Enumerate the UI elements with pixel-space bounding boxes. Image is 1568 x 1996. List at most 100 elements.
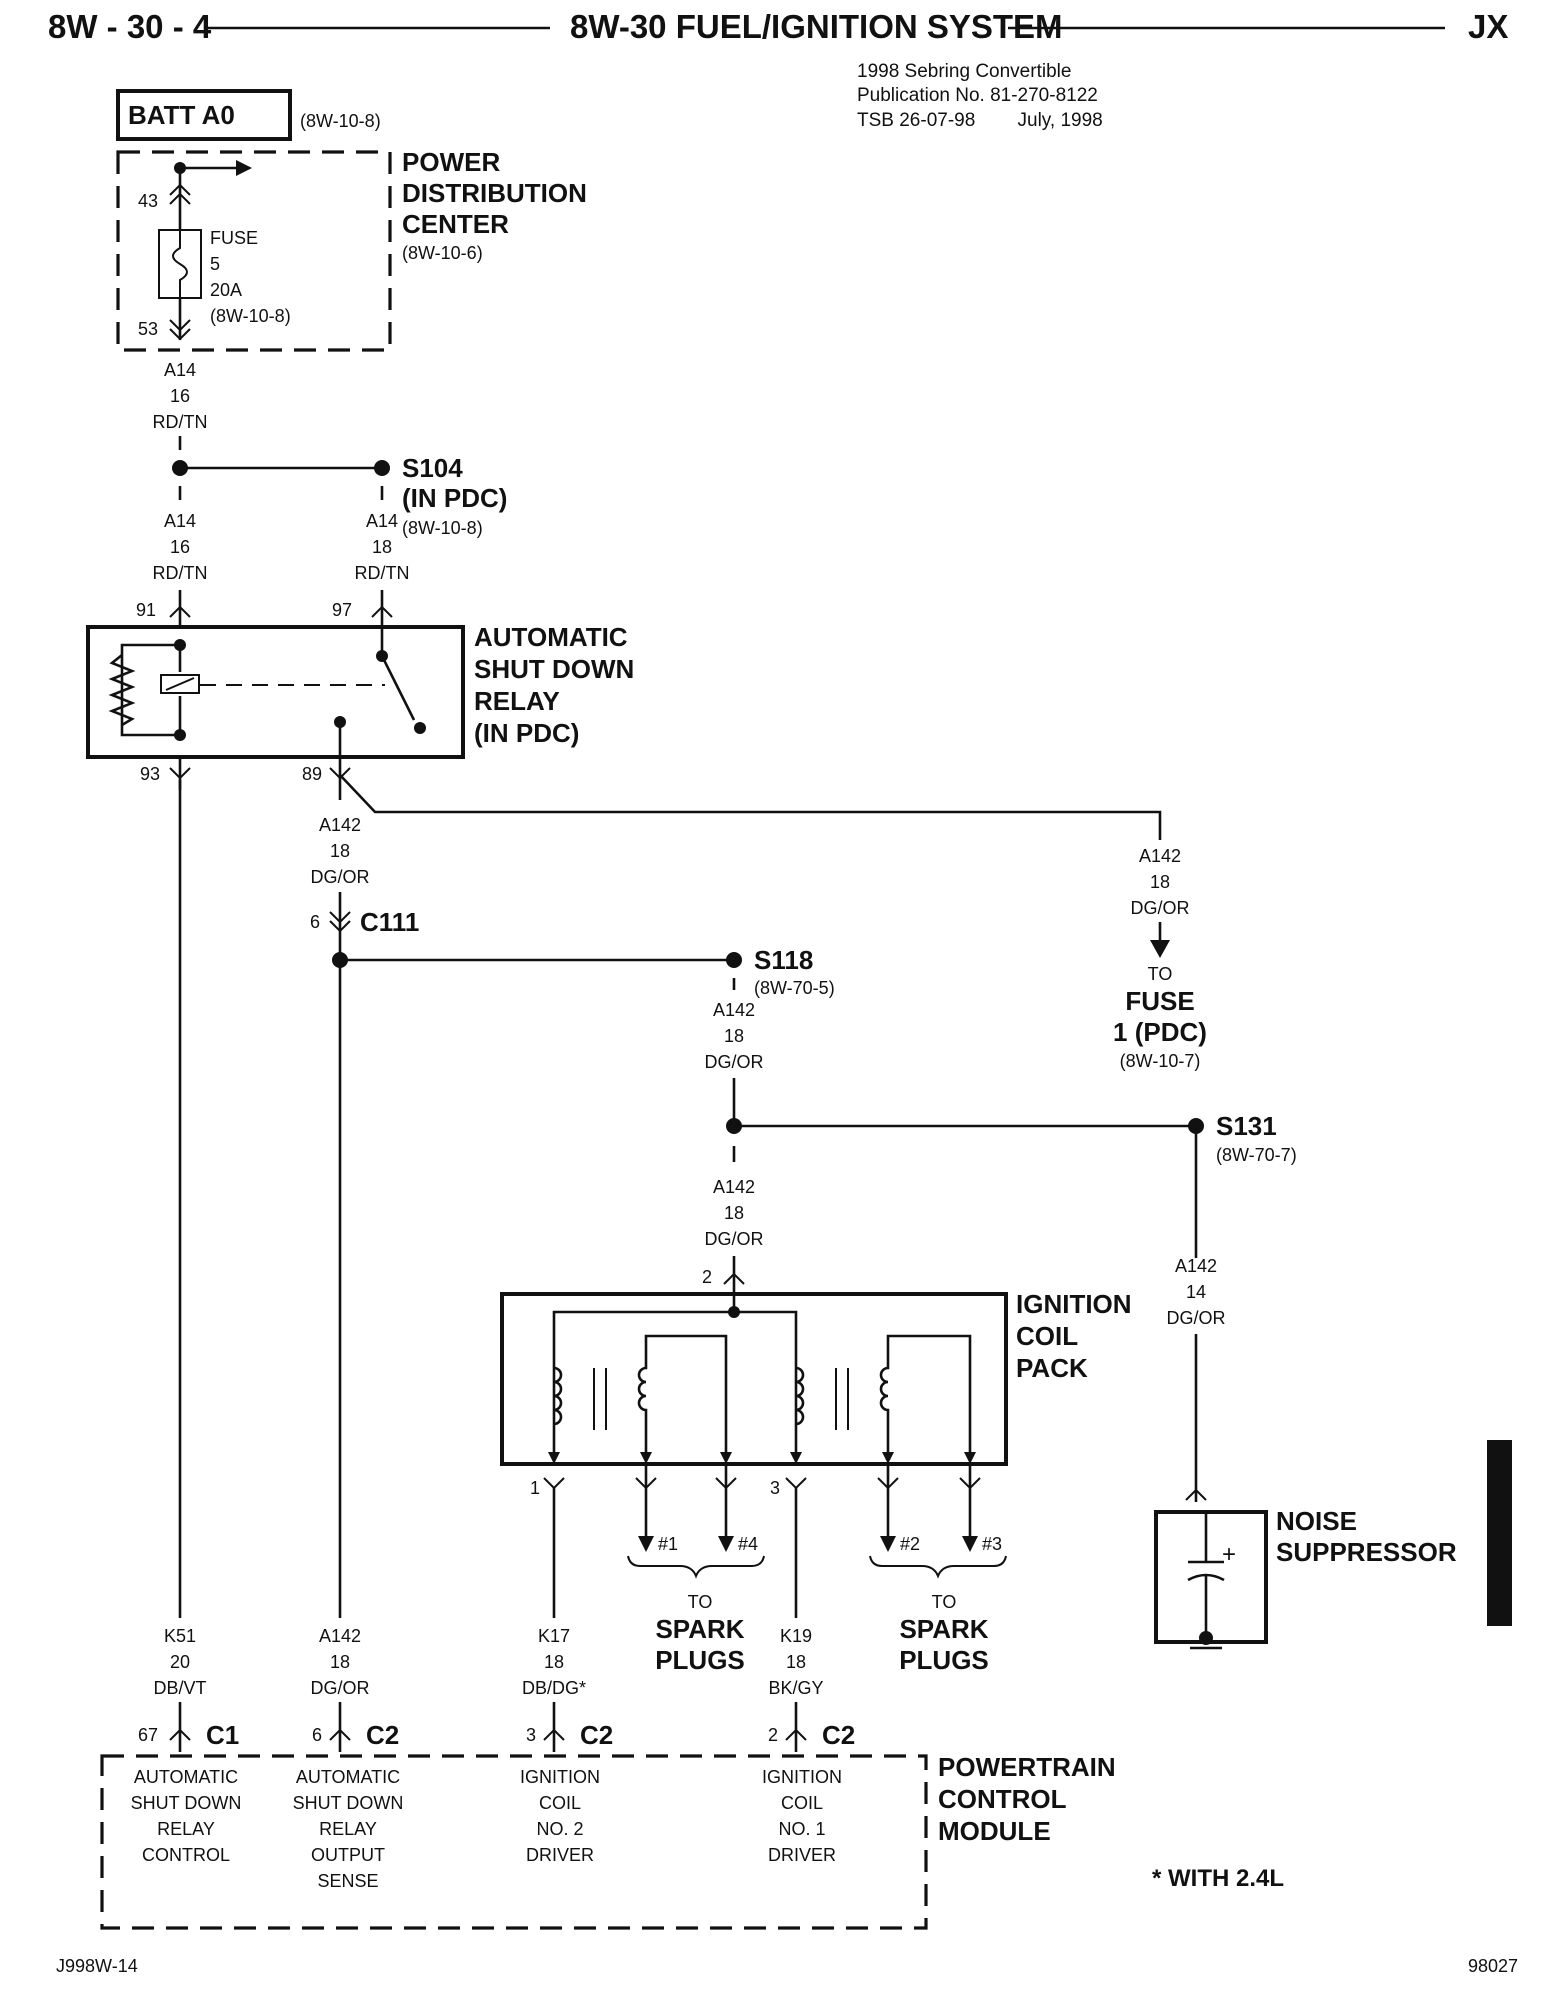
pcm-function-line: SENSE	[317, 1871, 378, 1891]
plus-icon: +	[1222, 1541, 1236, 1568]
bracket	[869, 1555, 1007, 1579]
wire-label-to-91: A14 16 RD/TN	[153, 511, 208, 583]
coil-pack-body	[500, 1292, 1008, 1466]
wire-label-to-coil: A142 18 DG/OR	[704, 1177, 763, 1249]
wire-color: DG/OR	[310, 1678, 369, 1698]
connector-chevron-icon	[169, 767, 191, 780]
splice-name: S131	[1216, 1111, 1277, 1141]
relay-title: AUTOMATIC	[474, 622, 628, 652]
footer-left-code: J998W-14	[56, 1956, 138, 1976]
arrow-down-icon	[718, 1536, 734, 1552]
arrow-down-icon	[880, 1536, 896, 1552]
pdc-title: CENTER	[402, 209, 509, 239]
wire-label-a142-sense: A142 18 DG/OR	[310, 1626, 369, 1698]
pcm-function-line: AUTOMATIC	[296, 1767, 400, 1787]
connector-chevron-icon	[543, 1477, 565, 1490]
connector-chevron-icon	[329, 767, 351, 780]
asd-relay: 91 97 AUTOMATIC SHUT DOWN RELAY (IN PDC)…	[86, 590, 634, 800]
coil-winding-icon	[553, 1366, 563, 1426]
splice-ref: (8W-70-5)	[754, 978, 835, 998]
wire-label-s118: A142 18 DG/OR	[704, 1000, 763, 1072]
wire-label-k19: K19 18 BK/GY	[768, 1626, 823, 1698]
coil-pin: 1	[530, 1478, 540, 1498]
relay-pin: 93	[140, 764, 160, 784]
relay-title: (IN PDC)	[474, 718, 579, 748]
destination-name: 1 (PDC)	[1113, 1017, 1207, 1047]
splice-name: S104	[402, 453, 463, 483]
spark-plugs-title: PLUGS	[655, 1645, 745, 1675]
spark-plug-number: #3	[982, 1534, 1002, 1554]
pcm-function-line: OUTPUT	[311, 1845, 385, 1865]
footnote: * WITH 2.4L	[1152, 1865, 1284, 1892]
battery-source: BATT A0 (8W-10-8)	[116, 89, 381, 141]
pcm-function-line: CONTROL	[142, 1845, 230, 1865]
arrow-down-icon	[962, 1536, 978, 1552]
wire-label-pdc-out: A14 16 RD/TN	[153, 360, 208, 432]
publication-info: 1998 Sebring Convertible Publication No.…	[857, 61, 1103, 131]
relay-title: RELAY	[474, 686, 560, 716]
wire-circuit: A142	[1175, 1256, 1217, 1276]
wire-gauge: 18	[724, 1026, 744, 1046]
noise-suppressor: + NOISE SUPPRESSOR	[1154, 1488, 1457, 1650]
wire-label-89-down: A142 18 DG/OR	[310, 815, 369, 887]
pcm-function-line: SHUT DOWN	[293, 1793, 404, 1813]
pcm-function-line: NO. 1	[778, 1819, 825, 1839]
wire-to-fuse1	[339, 774, 1162, 840]
to-label: TO	[932, 1592, 957, 1612]
connector-chevron-icon	[169, 183, 191, 205]
relay-node	[174, 729, 186, 741]
pdc-title: DISTRIBUTION	[402, 178, 587, 208]
wire-label-to-fuse: A142 18 DG/OR	[1130, 846, 1189, 918]
suppressor-title: SUPPRESSOR	[1276, 1537, 1457, 1567]
relay-title: SHUT DOWN	[474, 654, 634, 684]
splice-s118: S118 (8W-70-5)	[332, 945, 835, 998]
relay-coil-wire	[120, 643, 180, 737]
connector-chevron-icon	[169, 319, 191, 341]
wire-circuit: K19	[780, 1626, 812, 1646]
connector-chevron-icon	[785, 1477, 807, 1490]
coil-secondary-wire	[637, 1334, 728, 1460]
connector-chevron-icon	[635, 1477, 657, 1490]
connector-chevron-icon	[785, 1728, 807, 1741]
connector-name: C111	[360, 907, 419, 937]
relay-contact	[414, 722, 426, 734]
spark-plugs-title: SPARK	[655, 1614, 744, 1644]
arrow-icon	[236, 160, 252, 176]
splice-node	[374, 460, 390, 476]
pdc-pin-out: 53	[138, 319, 158, 339]
pcm-function-line: AUTOMATIC	[134, 1767, 238, 1787]
wire-gauge: 18	[372, 537, 392, 557]
connector-chevron-icon	[1185, 1488, 1207, 1501]
wire-gauge: 18	[330, 841, 350, 861]
spark-plugs-left-label: TO SPARK PLUGS	[655, 1592, 745, 1675]
page-header: 8W - 30 - 4 8W-30 FUEL/IGNITION SYSTEM J…	[48, 8, 1508, 45]
fuse1-destination: TO FUSE 1 (PDC) (8W-10-7)	[1113, 964, 1207, 1071]
arrow-down-icon	[790, 1452, 802, 1464]
wire-gauge: 18	[724, 1203, 744, 1223]
spark-plugs-right-label: TO SPARK PLUGS	[899, 1592, 989, 1675]
page-title: 8W-30 FUEL/IGNITION SYSTEM	[570, 8, 1063, 45]
wire-circuit: A142	[1139, 846, 1181, 866]
fuse-label: (8W-10-8)	[210, 306, 291, 326]
wire-color: DG/OR	[1130, 898, 1189, 918]
batt-box	[116, 89, 292, 141]
connector-chevron-icon	[959, 1477, 981, 1490]
connector-chevron-icon	[543, 1728, 565, 1741]
model-code: JX	[1468, 8, 1508, 45]
wire-color: DG/OR	[1166, 1308, 1225, 1328]
wire-color: DG/OR	[310, 867, 369, 887]
wire-gauge: 16	[170, 537, 190, 557]
connector-pin: 67	[138, 1725, 158, 1745]
wire-color: RD/TN	[153, 412, 208, 432]
coil-winding-icon	[795, 1366, 805, 1426]
destination-to: TO	[1148, 964, 1173, 984]
powertrain-control-module: POWERTRAIN CONTROL MODULE	[100, 1752, 1116, 1930]
connector-name: C1	[206, 1720, 239, 1750]
connector-chevron-icon	[877, 1477, 899, 1490]
wire-gauge: 18	[330, 1652, 350, 1672]
pdc-pin-in: 43	[138, 191, 158, 211]
wire-color: BK/GY	[768, 1678, 823, 1698]
wire-gauge: 18	[786, 1652, 806, 1672]
connector-c111: 6 C111	[310, 892, 419, 960]
fuse-label: 5	[210, 254, 220, 274]
